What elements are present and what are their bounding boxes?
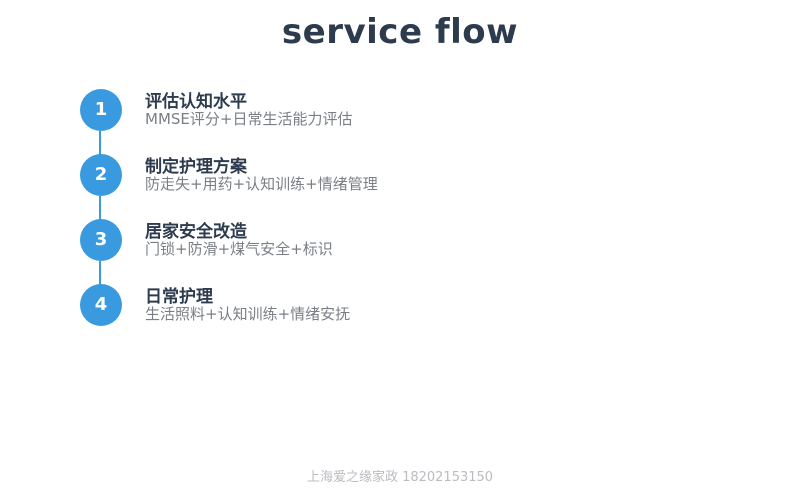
connector-line-1-2 xyxy=(99,131,101,155)
step-number-badge: 4 xyxy=(80,284,122,326)
step-description: 门锁+防滑+煤气安全+标识 xyxy=(145,240,333,258)
step-title: 评估认知水平 xyxy=(145,92,247,112)
flow-step-1: 1 评估认知水平 MMSE评分+日常生活能力评估 xyxy=(80,89,580,131)
flow-step-3: 3 居家安全改造 门锁+防滑+煤气安全+标识 xyxy=(80,219,580,261)
page-title: service flow xyxy=(281,12,519,52)
step-description: MMSE评分+日常生活能力评估 xyxy=(145,110,353,128)
step-description: 防走失+用药+认知训练+情绪管理 xyxy=(145,175,378,193)
footer-contact: 上海爱之缘家政 18202153150 xyxy=(306,470,494,485)
step-number-badge: 1 xyxy=(80,89,122,131)
step-number-badge: 3 xyxy=(80,219,122,261)
connector-line-2-3 xyxy=(99,196,101,220)
step-description: 生活照料+认知训练+情绪安抚 xyxy=(145,305,351,323)
connector-line-3-4 xyxy=(99,261,101,285)
flow-step-2: 2 制定护理方案 防走失+用药+认知训练+情绪管理 xyxy=(80,154,580,196)
flow-step-4: 4 日常护理 生活照料+认知训练+情绪安抚 xyxy=(80,284,580,326)
step-title: 居家安全改造 xyxy=(145,222,247,242)
step-number-badge: 2 xyxy=(80,154,122,196)
step-title: 制定护理方案 xyxy=(145,157,247,177)
step-title: 日常护理 xyxy=(145,287,213,307)
